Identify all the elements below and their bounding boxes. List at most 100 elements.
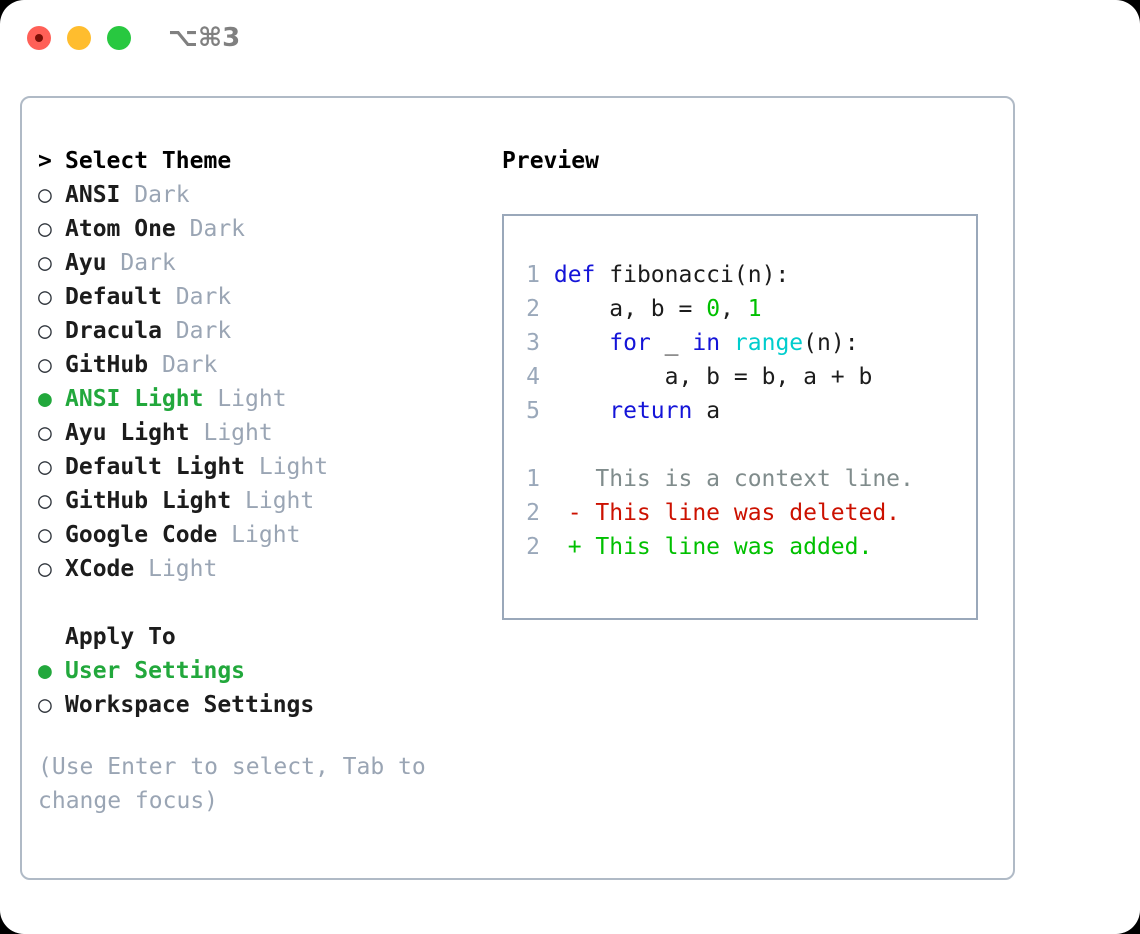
- radio-unselected-icon[interactable]: ○: [38, 216, 52, 242]
- theme-variant-badge: Dark: [120, 182, 190, 208]
- minimize-button[interactable]: [67, 26, 91, 50]
- theme-variant-badge: Dark: [175, 216, 246, 242]
- keyboard-hint-text: (Use Enter to select, Tab to change focu…: [38, 754, 426, 814]
- preview-heading: Preview: [502, 148, 599, 174]
- diff-text: This line was deleted.: [595, 500, 901, 526]
- theme-option-label: Dracula: [65, 318, 162, 344]
- code-token: a, b =: [553, 296, 707, 322]
- apply-to-option[interactable]: ●User Settings: [38, 654, 488, 688]
- code-token: def: [553, 262, 610, 288]
- radio-unselected-icon[interactable]: ○: [38, 284, 52, 310]
- code-line: 1 def fibonacci(n):: [518, 258, 970, 292]
- theme-option[interactable]: ○ Default Light Light: [38, 450, 488, 484]
- select-theme-heading-label: Select Theme: [65, 148, 232, 174]
- theme-variant-badge: Light: [217, 522, 301, 548]
- code-token: (n):: [803, 330, 859, 356]
- theme-option[interactable]: ○Google Code Light: [38, 518, 488, 552]
- radio-unselected-icon[interactable]: ○: [38, 488, 52, 514]
- theme-option-label: ANSI: [65, 182, 121, 208]
- code-line: 5 return a: [518, 394, 970, 428]
- code-line: 4 a, b = b, a + b: [518, 360, 970, 394]
- code-token: a, b = b, a + b: [553, 364, 873, 390]
- apply-to-option[interactable]: ○ Workspace Settings: [38, 688, 488, 722]
- code-gutter-space: [540, 398, 554, 424]
- diff-text: This line was added.: [595, 534, 873, 560]
- apply-to-list: ●User Settings ○ Workspace Settings: [38, 654, 488, 722]
- theme-option[interactable]: ○Dracula Dark: [38, 314, 488, 348]
- theme-selector-column: >Select Theme ○ANSI Dark○Atom One Dark○A…: [38, 144, 488, 818]
- radio-unselected-icon[interactable]: ○: [38, 556, 52, 582]
- diff-line-number: 1: [526, 466, 540, 492]
- diff-marker: +: [540, 534, 596, 560]
- close-button[interactable]: [27, 26, 51, 50]
- apply-to-option-label: Workspace Settings: [65, 692, 315, 718]
- theme-variant-badge: Light: [134, 556, 218, 582]
- theme-option[interactable]: ○ Ayu Light Light: [38, 416, 488, 450]
- code-token: 1: [747, 296, 762, 322]
- radio-unselected-icon[interactable]: ○: [38, 692, 52, 718]
- theme-option-label: Default Light: [65, 454, 246, 480]
- apply-to-heading: Apply To: [38, 620, 488, 654]
- select-theme-heading: >Select Theme: [38, 144, 488, 178]
- main-panel: >Select Theme ○ANSI Dark○Atom One Dark○A…: [20, 96, 1015, 880]
- code-token: 0: [706, 296, 721, 322]
- code-line: 2 a, b = 0, 1: [518, 292, 970, 326]
- theme-option[interactable]: ○ Default Dark: [38, 280, 488, 314]
- radio-unselected-icon[interactable]: ○: [38, 420, 52, 446]
- code-line-number: 2: [526, 296, 540, 322]
- title-bar: ⌥⌘3: [0, 0, 1140, 78]
- code-gutter-space: [540, 262, 554, 288]
- theme-variant-badge: Dark: [106, 250, 176, 276]
- theme-option-label: Ayu Light: [65, 420, 190, 446]
- diff-line-number: 2: [526, 534, 540, 560]
- radio-unselected-icon[interactable]: ○: [38, 182, 52, 208]
- diff-line: 1 This is a context line.: [518, 462, 970, 496]
- code-token: range: [733, 330, 804, 356]
- radio-unselected-icon[interactable]: ○: [38, 318, 52, 344]
- list-spacer: [38, 586, 488, 620]
- theme-option-label: Atom One: [65, 216, 176, 242]
- apply-to-indent: [38, 620, 65, 654]
- theme-option[interactable]: ○ ANSI Dark: [38, 178, 488, 212]
- theme-option[interactable]: ○Ayu Dark: [38, 246, 488, 280]
- code-token: fibonacci(n):: [609, 262, 790, 288]
- theme-option[interactable]: ○ GitHub Light Light: [38, 484, 488, 518]
- radio-unselected-icon[interactable]: ○: [38, 454, 52, 480]
- radio-unselected-icon[interactable]: ○: [38, 352, 52, 378]
- code-token: [554, 398, 609, 424]
- theme-variant-badge: Light: [189, 420, 273, 446]
- code-token: ,: [720, 296, 748, 322]
- theme-option-label: GitHub Light: [65, 488, 232, 514]
- theme-option[interactable]: ○GitHub Dark: [38, 348, 488, 382]
- theme-option[interactable]: ○ Atom One Dark: [38, 212, 488, 246]
- radio-unselected-icon[interactable]: ○: [38, 250, 52, 276]
- diff-marker: [540, 466, 595, 492]
- diff-text: This is a context line.: [595, 466, 914, 492]
- theme-variant-badge: Light: [245, 454, 329, 480]
- code-line-number: 1: [526, 262, 540, 288]
- radio-unselected-icon[interactable]: ○: [38, 522, 52, 548]
- theme-option-label: XCode: [65, 556, 135, 582]
- diff-marker: -: [540, 500, 596, 526]
- diff-line: 2 + This line was added.: [518, 530, 970, 564]
- diff-line: 2 - This line was deleted.: [518, 496, 970, 530]
- theme-option-label: ANSI Light: [65, 386, 204, 412]
- window-controls: [27, 26, 131, 50]
- zoom-button[interactable]: [107, 26, 131, 50]
- theme-option[interactable]: ●ANSI Light Light: [38, 382, 488, 416]
- code-line: 3 for _ in range(n):: [518, 326, 970, 360]
- code-token: _: [650, 330, 693, 356]
- theme-variant-badge: Dark: [161, 284, 232, 310]
- theme-variant-badge: Light: [231, 488, 315, 514]
- radio-selected-icon[interactable]: ●: [38, 386, 52, 412]
- theme-variant-badge: Dark: [148, 352, 218, 378]
- radio-selected-icon[interactable]: ●: [38, 658, 52, 684]
- keyboard-shortcut-label: ⌥⌘3: [168, 23, 241, 53]
- theme-option[interactable]: ○ XCode Light: [38, 552, 488, 586]
- code-token: [720, 330, 734, 356]
- theme-option-label: Default: [65, 284, 162, 310]
- code-token: [554, 330, 609, 356]
- code-gutter-space: [540, 296, 554, 322]
